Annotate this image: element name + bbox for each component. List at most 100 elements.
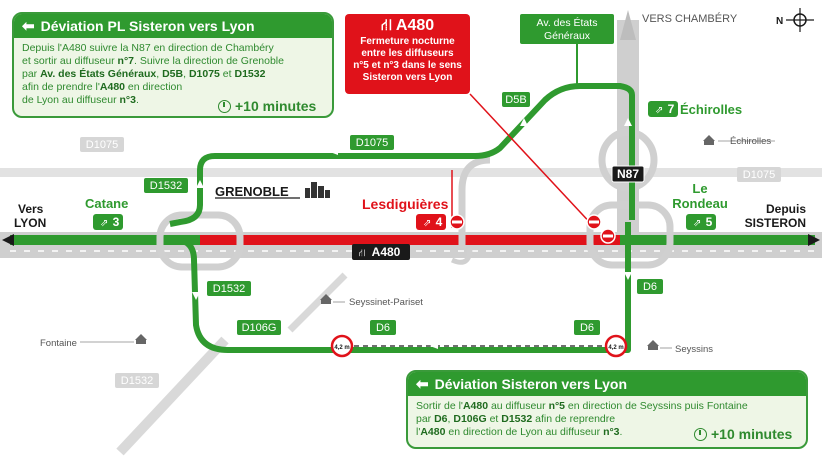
label-vers-lyon-2: LYON (14, 216, 46, 230)
exit-number-3: 3 (113, 215, 120, 229)
deviation-pl-panel: ⬅Déviation PL Sisteron vers Lyon Depuis … (12, 12, 334, 118)
town-icon-seyssinet (320, 294, 332, 304)
clock-icon (694, 428, 707, 441)
text-bold: n°5 (548, 400, 566, 412)
road-label-d6-right: D6 (580, 322, 594, 334)
label-fontaine: Fontaine (40, 338, 77, 349)
label-le-rondeau-1: Le (692, 181, 707, 196)
closure-road: A480 (395, 17, 435, 34)
road-label-d1532-mid: D1532 (213, 283, 245, 295)
no-entry-icon-lesdiguieres (449, 214, 465, 230)
road-shield-d6-left: D6 (370, 320, 396, 335)
road-label-d1075-grey-right: D1075 (743, 169, 775, 181)
text-span: , (183, 68, 189, 80)
height-limit-sign-east (604, 334, 628, 358)
label-echirolles-town: Échirolles (730, 136, 771, 147)
height-limit-east-value: 4,2 m (608, 345, 623, 351)
clock-icon (218, 100, 231, 113)
text-span: . Suivre la direction de Grenoble (133, 55, 284, 67)
deviation-panel: ⬅Déviation Sisteron vers Lyon Sortir de … (406, 370, 808, 449)
exit-icon: ⇗ (655, 105, 663, 116)
road-shield-d1532-grey: D1532 (115, 373, 159, 388)
label-vers-lyon-1: Vers (18, 202, 44, 216)
text-span: et (219, 68, 235, 80)
deviation-pl-header: ⬅Déviation PL Sisteron vers Lyon (14, 14, 332, 38)
road-shield-d1075-top: D1075 (350, 135, 394, 150)
text-span: , (156, 68, 163, 80)
deviation-pl-text: Depuis l'A480 suivre la N87 en direction… (14, 38, 332, 111)
road-label-d1532-grey: D1532 (121, 375, 153, 387)
road-shield-n87: N87 (611, 165, 645, 183)
text-bold: D1532 (501, 413, 533, 425)
deviation-pl-line5: de Lyon au diffuseur n°3. (22, 94, 324, 107)
deviation-header: ⬅Déviation Sisteron vers Lyon (408, 372, 806, 396)
text-bold: A480 (99, 81, 125, 93)
a480-closed-section (200, 235, 620, 245)
closure-line3: n°5 et n°3 dans le sens (353, 60, 462, 71)
label-le-rondeau-2: Rondeau (672, 196, 728, 211)
text-span: en direction de Lyon au diffuseur (445, 426, 604, 438)
arrow-from-sisteron (808, 234, 820, 246)
label-depuis-2: SISTERON (745, 216, 806, 230)
road-label-d5b: D5B (505, 94, 526, 106)
deviation-pl-line2: et sortir au diffuseur n°7. Suivre la di… (22, 55, 324, 68)
road-label-n87: N87 (617, 167, 639, 181)
text-bold: A480 (420, 426, 446, 438)
lesdiguieres-loop (450, 247, 473, 265)
a480-green-west (10, 235, 200, 245)
deviation-pl-time-value: +10 minutes (235, 98, 317, 114)
closure-line1: Fermeture nocturne (360, 36, 455, 47)
text-span: au diffuseur (488, 400, 549, 412)
grey-road-d1532-southwest (116, 336, 229, 456)
no-entry-icon-rondeau-2 (600, 228, 616, 244)
route-deviation-south (174, 222, 631, 353)
text-bold: D5B (162, 68, 184, 80)
road-shield-d1075-grey-right: D1075 (737, 167, 781, 182)
text-span: de Lyon au diffuseur (22, 94, 120, 106)
road-label-d1532-top: D1532 (150, 180, 182, 192)
arrow-to-lyon (2, 234, 14, 246)
city-icon-grenoble (305, 182, 330, 198)
label-depuis-1: Depuis (766, 202, 806, 216)
road-label-d6-left: D6 (376, 322, 390, 334)
direction-arrows (192, 118, 632, 349)
text-bold: D1532 (234, 68, 266, 80)
text-span: Sortir de l' (416, 400, 463, 412)
text-span: par (416, 413, 435, 425)
text-bold: A480 (462, 400, 489, 412)
height-limit-sign-west (330, 334, 354, 358)
motorway-icon: ⛙ (380, 17, 396, 34)
text-bold: n°3 (603, 426, 620, 438)
road-label-d106g: D106G (242, 322, 277, 334)
exit-icon: ⇗ (693, 218, 701, 229)
deviation-time: +10 minutes (694, 426, 792, 442)
exit-number-4: 4 (436, 215, 443, 229)
road-shield-d6-vertical: D6 (637, 279, 663, 294)
exit-icon: ⇗ (423, 218, 431, 229)
compass-icon: N (776, 8, 814, 32)
text-span: afin de reprendre (532, 413, 616, 425)
text-span: en direction (125, 81, 183, 93)
text-span: . (619, 426, 623, 438)
closure-line4: Sisteron vers Lyon (362, 72, 453, 83)
deviation-time-value: +10 minutes (711, 426, 793, 442)
closure-panel: ⛙ A480 Fermeture nocturne entre les diff… (345, 14, 470, 94)
no-entry-icon-rondeau-1 (586, 214, 602, 230)
label-catane: Catane (85, 196, 128, 211)
town-icon-seyssins (647, 340, 659, 350)
label-lesdiguieres: Lesdiguières (362, 196, 449, 212)
text-span: par (22, 68, 41, 80)
text-bold: D6 (434, 413, 448, 425)
text-span: . (135, 94, 139, 106)
exit-number-5: 5 (706, 215, 713, 229)
road-label-a480: A480 (372, 245, 401, 259)
text-bold: D106G (453, 413, 487, 425)
closure-text: Fermeture nocturne entre les diffuseurs … (345, 36, 470, 84)
deviation-pl-title: Déviation PL Sisteron vers Lyon (40, 18, 255, 34)
road-shield-d1532-mid: D1532 (207, 281, 251, 296)
town-icon-fontaine (135, 334, 147, 344)
text-span: l' (416, 426, 421, 438)
text-span: afin de prendre l' (22, 81, 100, 93)
label-grenoble: GRENOBLE (215, 184, 289, 199)
deviation-title: Déviation Sisteron vers Lyon (434, 376, 628, 392)
